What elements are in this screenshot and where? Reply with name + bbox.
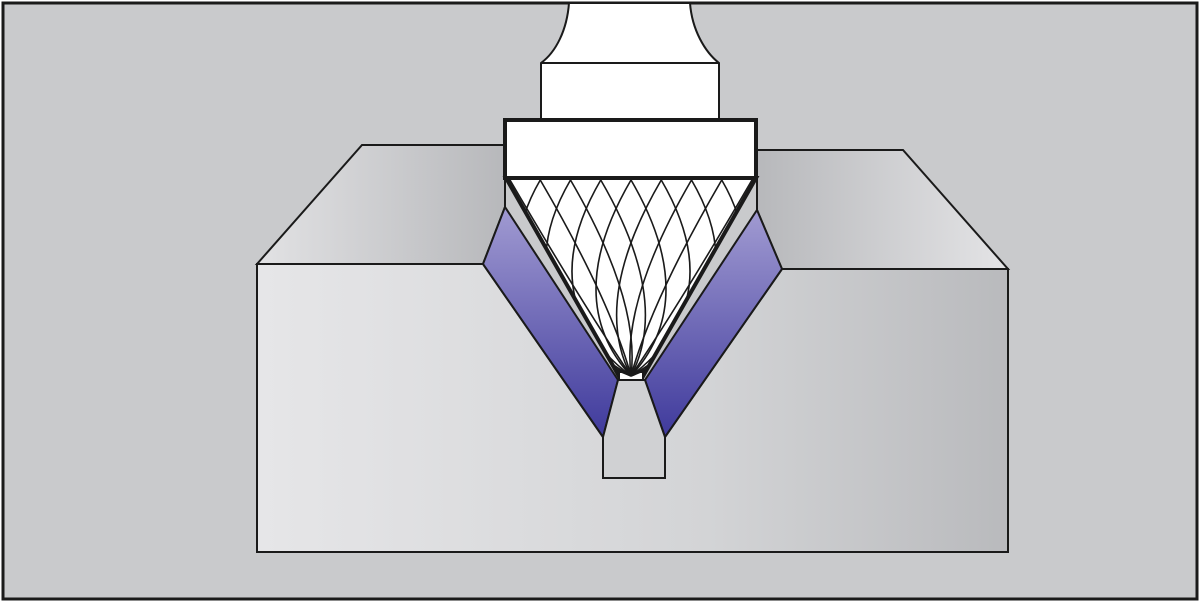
- flute-line: [615, 179, 662, 377]
- root-slot: [602, 379, 666, 479]
- cutter-collar: [503, 118, 758, 180]
- flute-line: [595, 179, 632, 377]
- flute-line: [630, 179, 723, 377]
- burr-flutes: [506, 179, 756, 377]
- flute-line: [571, 179, 632, 377]
- cone-burr-head: [502, 176, 760, 381]
- flute-line: [630, 179, 753, 377]
- cutter-shank: [540, 1, 720, 121]
- flute-line: [629, 179, 693, 377]
